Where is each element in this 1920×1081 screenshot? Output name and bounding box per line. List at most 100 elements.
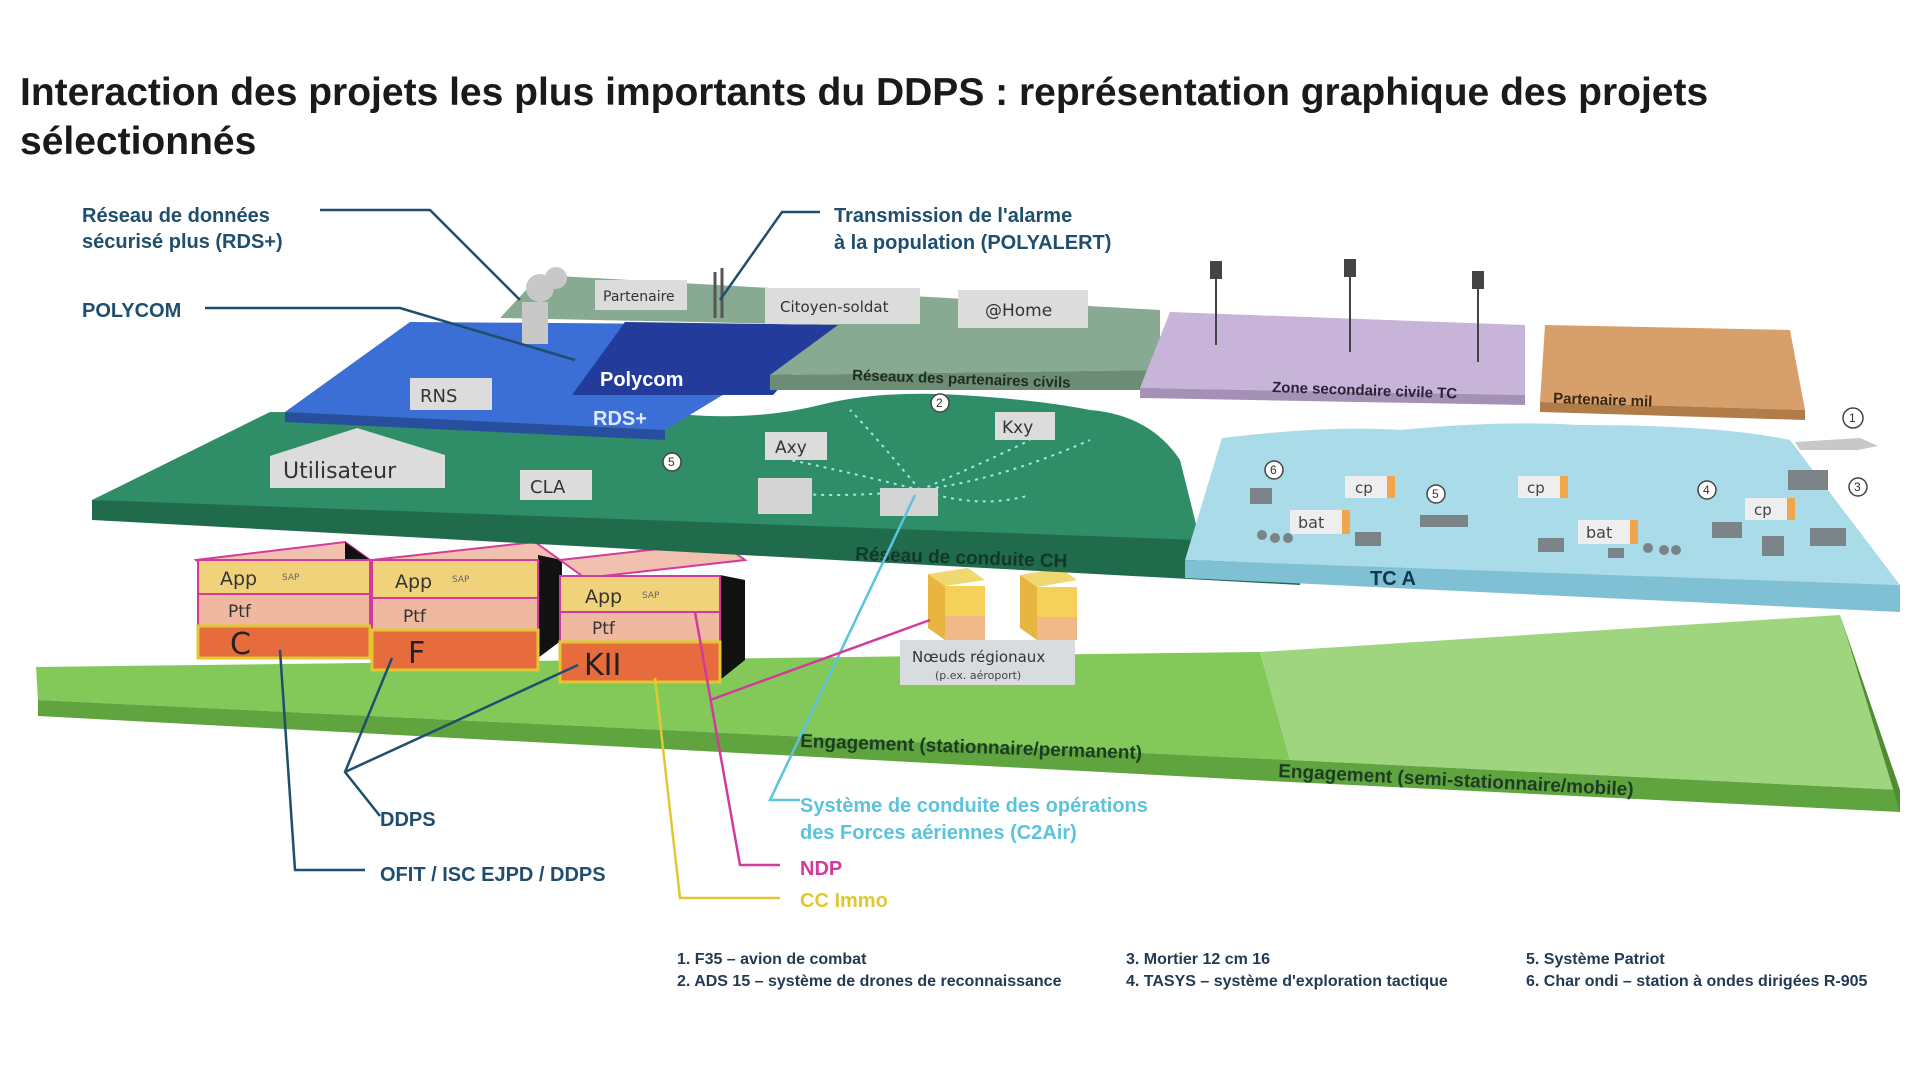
footnotes: 1. F35 – avion de combat 2. ADS 15 – sys… bbox=[677, 951, 1868, 990]
datacenter-kii-ptf: Ptf bbox=[592, 619, 616, 639]
zone-tc-layer: Zone secondaire civile TC bbox=[1140, 259, 1525, 405]
datacenter-kii-name: KII bbox=[584, 648, 621, 683]
svg-text:Citoyen-soldat: Citoyen-soldat bbox=[780, 298, 889, 316]
regional-nodes-label: Nœuds régionaux bbox=[912, 648, 1045, 666]
engagement-mobile-top bbox=[1260, 615, 1900, 790]
tca-boxes: cp cp cp bat bat bbox=[1290, 476, 1795, 544]
block-partenaire bbox=[595, 280, 687, 310]
tca-cp-1: cp bbox=[1355, 479, 1373, 497]
svg-text:Partenaire: Partenaire bbox=[603, 289, 675, 305]
footnote-3: 3. Mortier 12 cm 16 bbox=[1126, 951, 1270, 968]
building-icon bbox=[758, 478, 812, 514]
network-hub bbox=[759, 409, 1091, 503]
ofit-callout: OFIT / ISC EJPD / DDPS bbox=[380, 864, 606, 886]
datacenter-c-sap: SAP bbox=[282, 573, 300, 583]
rds-callout-line2: sécurisé plus (RDS+) bbox=[82, 231, 283, 253]
antenna-icons bbox=[1210, 259, 1484, 362]
block-utilisateur: Utilisateur bbox=[283, 459, 397, 484]
svg-text:CLA: CLA bbox=[530, 477, 566, 498]
c2air-leader bbox=[768, 494, 917, 802]
svg-text:Axy: Axy bbox=[775, 438, 807, 458]
markers: 1 2 3 4 5 5 6 bbox=[662, 393, 1878, 504]
radio-mast-icon bbox=[713, 268, 724, 318]
page-title: Interaction des projets les plus importa… bbox=[20, 71, 1709, 163]
rds-callout-line1: Réseau de données bbox=[82, 205, 270, 227]
marker-6: 6 bbox=[1270, 463, 1277, 477]
partner-mil-layer: Partenaire mil bbox=[1540, 325, 1805, 420]
polycom-leader bbox=[205, 306, 576, 362]
marker-5a: 5 bbox=[668, 455, 675, 469]
engagement-front bbox=[38, 700, 1900, 812]
tca-cp-2: cp bbox=[1527, 479, 1545, 497]
block-cla bbox=[520, 470, 592, 500]
datacenter-c: App Ptf SAP C bbox=[193, 540, 373, 662]
block-axy bbox=[765, 432, 827, 460]
tca-label: TC A bbox=[1370, 568, 1416, 590]
rds-leader bbox=[320, 208, 521, 301]
marker-2: 2 bbox=[936, 396, 943, 410]
datacenter-kii-sap: SAP bbox=[642, 591, 660, 601]
polyalert-callout-line2: à la population (POLYALERT) bbox=[834, 232, 1111, 254]
ddps-callout: DDPS bbox=[380, 809, 436, 831]
partner-mil-label: Partenaire mil bbox=[1553, 390, 1653, 410]
partners-civil-front bbox=[770, 370, 1160, 390]
ccimmo-leader bbox=[653, 677, 780, 900]
footnote-2: 2. ADS 15 – système de drones de reconna… bbox=[677, 973, 1062, 990]
polycom-label: Polycom bbox=[600, 369, 683, 391]
footnote-1: 1. F35 – avion de combat bbox=[677, 951, 867, 968]
footnote-6: 6. Char ondi – station à ondes dirigées … bbox=[1526, 973, 1868, 990]
datacenter-c-ptf: Ptf bbox=[228, 602, 252, 622]
regional-nodes: Nœuds régionaux (p.ex. aéroport) bbox=[900, 568, 1077, 685]
regional-nodes-example: (p.ex. aéroport) bbox=[935, 669, 1021, 682]
datacenter-kii-app: App bbox=[585, 586, 622, 608]
datacenter-kii: App Ptf SAP KII bbox=[557, 540, 748, 684]
callout-lines bbox=[205, 208, 931, 900]
polyalert-callout-line1: Transmission de l'alarme bbox=[834, 205, 1072, 227]
svg-text:RNS: RNS bbox=[420, 386, 457, 407]
datacenter-f-sap: SAP bbox=[452, 575, 470, 585]
svg-text:Kxy: Kxy bbox=[1002, 418, 1033, 438]
marker-5b: 5 bbox=[1432, 487, 1439, 501]
datacenter-f-ptf: Ptf bbox=[403, 607, 427, 627]
marker-1: 1 bbox=[1849, 411, 1856, 425]
datacenter-c-app: App bbox=[220, 568, 257, 590]
conduite-blocks: Utilisateur RNS CLA Axy Kxy bbox=[270, 378, 1091, 516]
jet-icon bbox=[1795, 438, 1878, 450]
ndp-leader bbox=[693, 611, 780, 867]
factory-icon bbox=[522, 267, 567, 344]
datacenter-f-app: App bbox=[395, 571, 432, 593]
polyalert-leader bbox=[718, 210, 820, 301]
marker-3: 3 bbox=[1854, 480, 1861, 494]
footnote-5: 5. Système Patriot bbox=[1526, 951, 1665, 968]
ndp-callout: NDP bbox=[800, 858, 842, 880]
tca-vehicles bbox=[1250, 470, 1846, 558]
c2air-callout-line1: Système de conduite des opérations bbox=[800, 795, 1148, 817]
zone-tc-top bbox=[1140, 312, 1525, 395]
c2air-callout-line2: des Forces aériennes (C2Air) bbox=[800, 822, 1077, 844]
block-citoyen bbox=[765, 288, 920, 324]
conduite-front bbox=[92, 500, 1300, 585]
partners-civil-layer: Réseaux des partenaires civils Partenair… bbox=[500, 267, 1160, 392]
datacenter-f: App Ptf SAP F bbox=[369, 540, 563, 672]
ofit-leader bbox=[278, 649, 365, 872]
ndp-leader-2 bbox=[709, 618, 931, 702]
datacenter-c-name: C bbox=[230, 627, 251, 662]
tca-bat-1: bat bbox=[1298, 513, 1324, 532]
zone-tc-label: Zone secondaire civile TC bbox=[1272, 379, 1458, 402]
rds-label: RDS+ bbox=[593, 408, 647, 430]
regional-nodes-tag bbox=[900, 640, 1075, 685]
block-rns bbox=[410, 378, 492, 410]
ddps-leader-2 bbox=[344, 663, 579, 774]
tca-bat-2: bat bbox=[1586, 523, 1612, 542]
footnote-4: 4. TASYS – système d'exploration tactiqu… bbox=[1126, 973, 1448, 990]
polycom-callout: POLYCOM bbox=[82, 300, 181, 322]
tca-front bbox=[1185, 560, 1900, 612]
datacenter-f-name: F bbox=[408, 636, 425, 671]
ccimmo-callout: CC Immo bbox=[800, 890, 888, 912]
svg-text:@Home: @Home bbox=[985, 301, 1052, 321]
marker-4: 4 bbox=[1703, 483, 1710, 497]
partner-mil-top bbox=[1540, 325, 1805, 410]
callout-labels: Réseau de données sécurisé plus (RDS+) P… bbox=[82, 205, 1148, 912]
tca-layer: TC A cp cp cp bat bat bbox=[1185, 423, 1900, 612]
